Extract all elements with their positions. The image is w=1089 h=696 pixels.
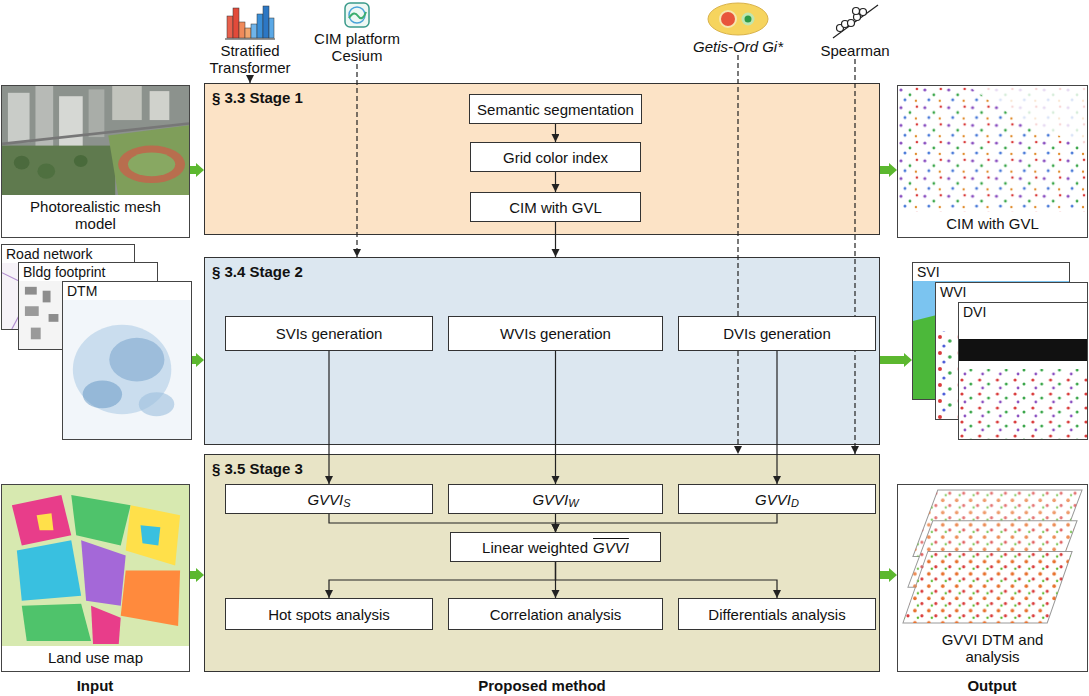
tool-name: CIM platform Cesium	[307, 30, 407, 64]
stage-panel: § 3.5 Stage 3GVVISGVVIWGVVIDLinear weigh…	[204, 454, 880, 672]
process-box: Hot spots analysis	[225, 598, 433, 630]
process-box: WVIs generation	[448, 316, 663, 351]
tool-name: Getis-Ord Gi*	[683, 38, 793, 55]
image-caption: GVVI DTM and analysis	[898, 628, 1087, 671]
cesium-icon	[344, 2, 370, 28]
box-label: Semantic segmentation	[477, 101, 634, 118]
box-label: Differentials analysis	[708, 606, 845, 623]
flow-arrow	[190, 568, 204, 582]
connector	[249, 76, 250, 83]
flow-arrow	[880, 568, 897, 582]
image-card: DTM	[62, 281, 192, 440]
image-caption: Bldg footprint	[19, 263, 157, 281]
flow-arrow	[192, 353, 204, 367]
box-label: DVIs generation	[723, 325, 831, 342]
axis-label: Input	[77, 677, 114, 694]
index-label: GVVI	[532, 491, 568, 508]
dvi-image	[959, 321, 1087, 439]
index-label: Linear weighted	[482, 539, 588, 556]
process-box: Linear weighted GVVI	[450, 532, 661, 562]
image-panel: GVVI DTM and analysis	[897, 484, 1088, 672]
box-label: Correlation analysis	[490, 606, 622, 623]
tool-icon: Getis-Ord Gi*	[683, 2, 793, 55]
flow-arrow	[880, 353, 912, 367]
correlation-icon	[830, 2, 880, 40]
process-box: SVIs generation	[225, 316, 433, 351]
tool-icon: Spearman	[800, 2, 910, 59]
box-label: CIM with GVL	[509, 199, 602, 216]
box-label: Grid color index	[503, 149, 608, 166]
land-use-map-image	[2, 485, 189, 646]
process-box: CIM with GVL	[470, 192, 641, 222]
image-caption: DTM	[63, 282, 191, 300]
process-box: Grid color index	[470, 142, 641, 172]
box-label: WVIs generation	[500, 325, 611, 342]
image-caption: WVI	[936, 283, 1087, 301]
tool-name: Stratified Transformer	[200, 42, 300, 76]
stage-panel: § 3.3 Stage 1 Semantic segmentationGrid c…	[204, 83, 880, 235]
mesh-model-image	[2, 86, 189, 195]
image-panel: Photorealistic mesh model	[1, 85, 190, 238]
image-card: DVI	[958, 302, 1088, 440]
index-label: D	[791, 495, 799, 512]
bar-chart-icon	[225, 2, 275, 40]
stage-heading: § 3.3 Stage 1	[212, 89, 303, 106]
flow-arrow	[880, 163, 897, 177]
index-label: GVVI	[593, 539, 629, 556]
image-caption: Road network	[2, 245, 134, 263]
image-caption: Land use map	[2, 646, 189, 671]
gvvi-maps-image	[898, 485, 1087, 628]
index-box: GVVIS	[225, 484, 433, 514]
index-label: GVVI	[755, 491, 791, 508]
index-box: GVVID	[678, 484, 876, 514]
tool-icon: CIM platform Cesium	[307, 2, 407, 64]
axis-label: Proposed method	[478, 677, 606, 694]
image-caption: Photorealistic mesh model	[2, 195, 189, 237]
process-box: DVIs generation	[678, 316, 876, 351]
box-label: SVIs generation	[276, 325, 383, 342]
image-caption: CIM with GVL	[898, 212, 1087, 237]
image-panel: CIM with GVL	[897, 85, 1088, 238]
index-label: W	[568, 495, 578, 512]
cim-gvl-image	[898, 86, 1087, 212]
tool-name: Spearman	[800, 42, 910, 59]
image-caption: SVI	[913, 263, 1069, 281]
hotspot-icon	[707, 2, 769, 36]
tool-icon: Stratified Transformer	[200, 2, 300, 76]
dtm-image	[63, 300, 191, 439]
image-caption: DVI	[959, 303, 1087, 321]
index-box: GVVIW	[448, 484, 663, 514]
index-label: S	[343, 495, 350, 512]
stage-panel: § 3.4 Stage 2 SVIs generation WVIs generat…	[204, 257, 880, 445]
stage-heading: § 3.4 Stage 2	[212, 263, 303, 280]
stage-heading: § 3.5 Stage 3	[212, 460, 303, 477]
index-label: GVVI	[307, 491, 343, 508]
process-box: Correlation analysis	[448, 598, 663, 630]
process-box: Semantic segmentation	[469, 94, 642, 124]
image-panel: Land use map	[1, 484, 190, 672]
axis-label: Output	[967, 677, 1016, 694]
process-box: Differentials analysis	[678, 598, 876, 630]
flow-arrow	[190, 163, 204, 177]
box-label: Hot spots analysis	[268, 606, 390, 623]
